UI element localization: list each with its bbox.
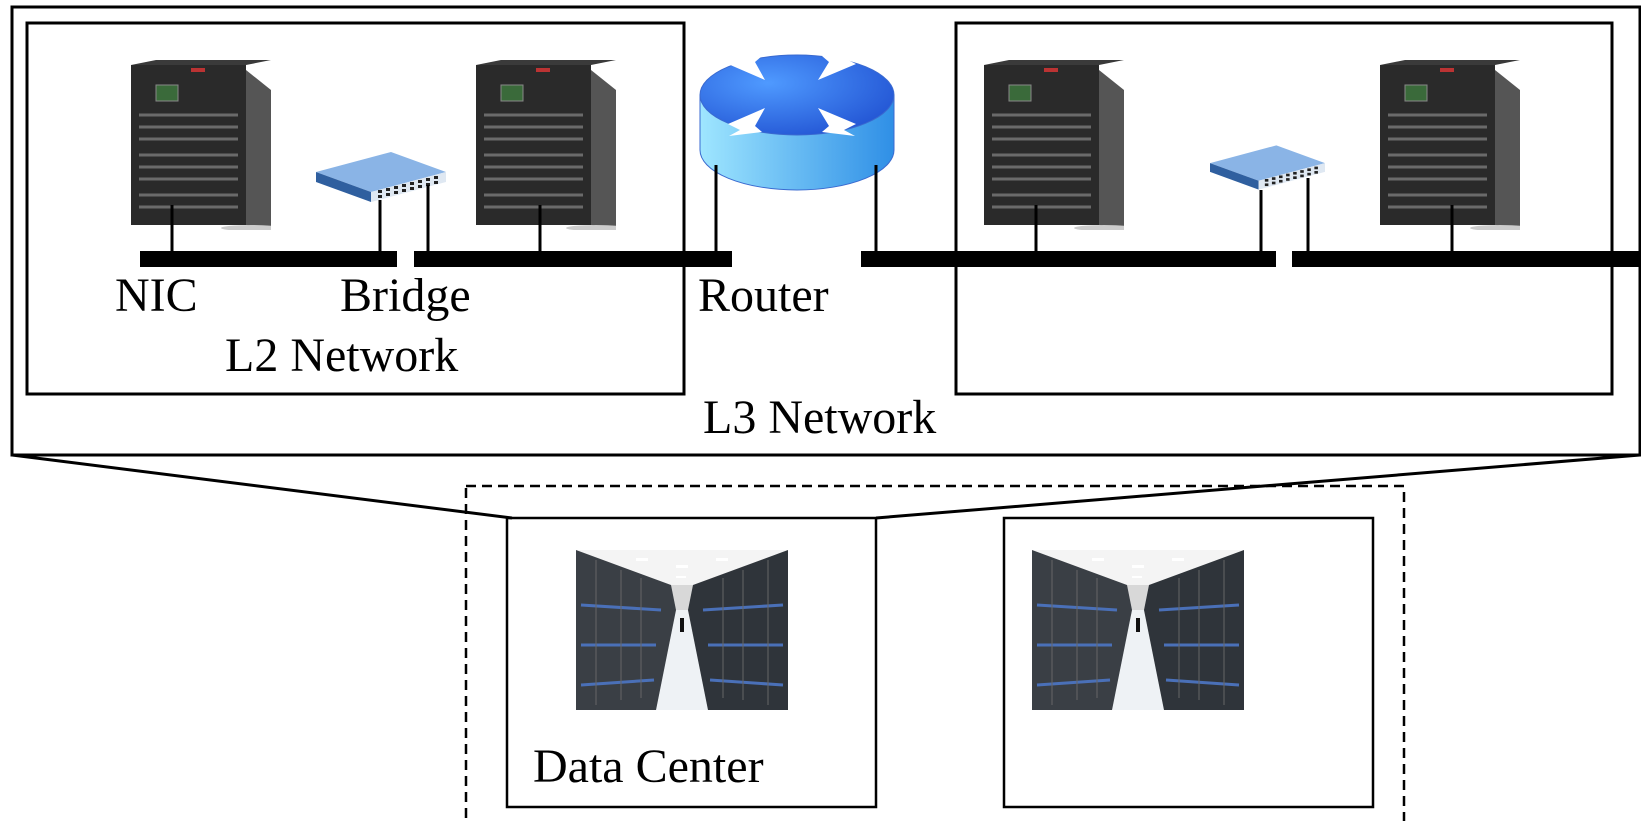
server-tower-icon [1380, 60, 1520, 230]
data-center-box-right [1002, 516, 1375, 809]
nic-label: NIC [115, 269, 198, 322]
l2-network-box-left [25, 21, 686, 396]
network-bus-segment [140, 251, 397, 267]
router-icon [699, 52, 895, 191]
server-tower-icon [984, 60, 1124, 230]
l2-network-box-right [954, 21, 1614, 396]
dashed-region-box [464, 484, 1406, 821]
l3-network-box [10, 5, 1641, 457]
router-label: Router [698, 269, 829, 322]
network-bus-segment [861, 251, 1276, 267]
server-tower-icon [476, 60, 616, 230]
network-bus-segment [414, 251, 732, 267]
network-bus-segment [1292, 251, 1641, 267]
bridge-label: Bridge [340, 269, 471, 322]
data-center-label: Data Center [533, 740, 764, 793]
data-center-aisle-image [576, 550, 788, 710]
l2-network-label: L2 Network [225, 329, 458, 382]
data-center-aisle-image [1032, 550, 1244, 710]
l3-network-label: L3 Network [703, 391, 936, 444]
zoom-line-left [11, 453, 513, 520]
server-tower-icon [131, 60, 271, 230]
data-center-box-left [505, 516, 878, 809]
